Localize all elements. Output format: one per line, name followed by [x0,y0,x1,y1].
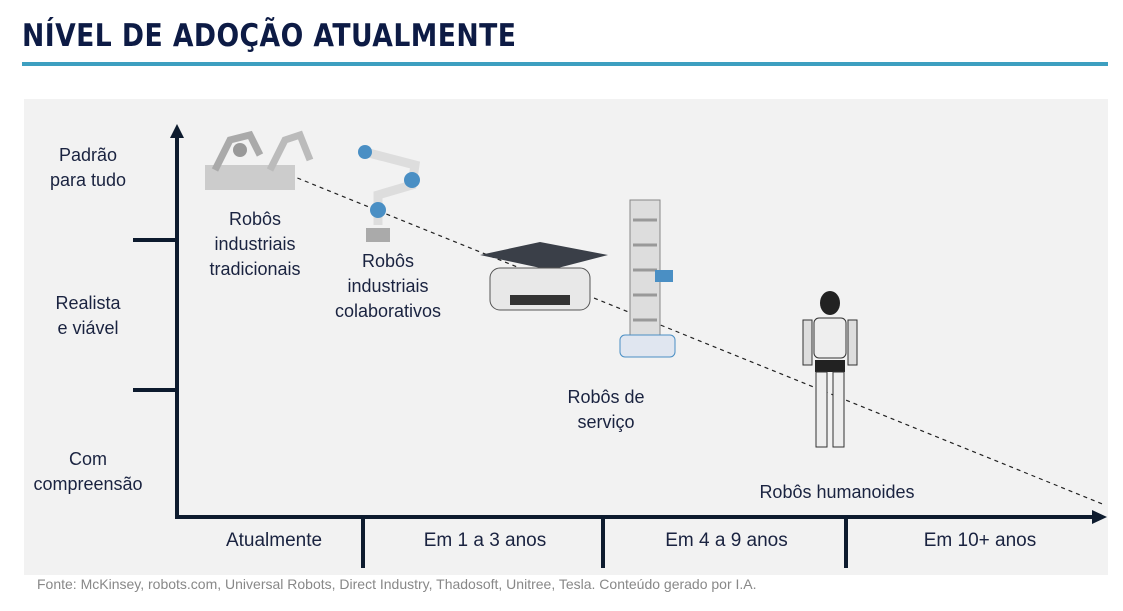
x-period-1-3: Em 1 a 3 anos [423,530,547,551]
humanoid-robot-icon [802,291,858,448]
y-level-understanding: Com compreensão [18,447,158,497]
source-footer: Fonte: McKinsey, robots.com, Universal R… [37,576,757,592]
robot-label-line: serviço [577,412,635,432]
y-axis-arrow [170,124,184,138]
y-label-line: para tudo [49,170,127,190]
robot-label-line: industriais [214,234,296,254]
label-industrial-robots: Robôs industriais tradicionais [185,207,325,282]
trend-line [289,174,1106,506]
diagram-panel [24,99,1108,575]
x-period-10plus: Em 10+ anos [923,530,1037,551]
robot-label-line: industriais [347,276,429,296]
y-level-standard: Padrão para tudo [18,143,158,193]
y-level-realistic: Realista e viável [18,291,158,341]
label-collaborative-robots: Robôs industriais colaborativos [318,249,458,324]
page-title: NÍVEL DE ADOÇÃO ATUALMENTE [22,18,517,54]
robot-label-line: Robôs [228,209,282,229]
label-humanoid-robots: Robôs humanoides [737,480,937,505]
x-period-now: Atualmente [225,530,323,551]
robot-label-line: Robôs de [567,387,645,407]
service-robot-agv-icon [480,242,608,311]
y-label-line: compreensão [33,474,143,494]
x-axis-arrow [1092,510,1107,524]
robot-label-line: Robôs humanoides [759,482,915,502]
robot-label-line: Robôs [361,251,415,271]
label-service-robots: Robôs de serviço [536,385,676,435]
y-label-line: Padrão [58,145,118,165]
service-robot-shelf-icon [619,199,676,358]
collaborative-robot-icon [358,145,421,242]
title-underline [22,62,1108,66]
industrial-robot-icon [205,130,314,190]
y-label-line: Realista [55,293,121,313]
y-label-line: e viável [57,318,119,338]
y-label-line: Com [68,449,107,469]
robot-label-line: colaborativos [334,301,442,321]
robot-label-line: tradicionais [209,259,301,279]
x-period-4-9: Em 4 a 9 anos [665,530,788,551]
